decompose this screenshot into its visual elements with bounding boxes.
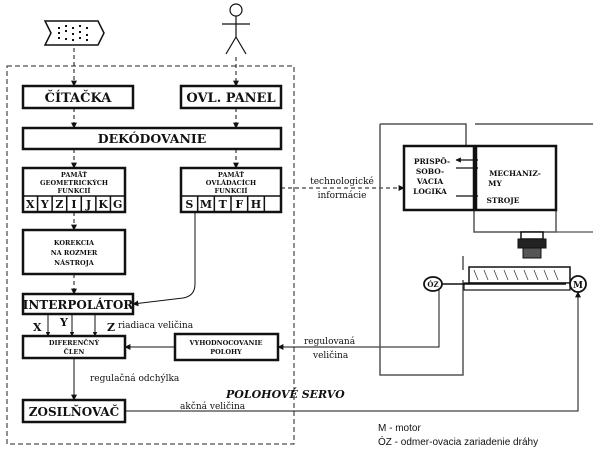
geo-cell: G xyxy=(113,198,122,211)
punched-tape-icon xyxy=(43,20,105,46)
control-deviation-label: regulačná odchýlka xyxy=(90,373,180,384)
ctrl-cell: T xyxy=(219,198,228,211)
logic-line2: SOBO- xyxy=(416,167,444,176)
axis-z-label: Z xyxy=(107,321,115,334)
geo-memory-line1: PAMÄŤ xyxy=(61,170,87,179)
feedback-line xyxy=(277,290,440,350)
axis-x-label: X xyxy=(33,321,42,334)
logic-line4: LOGIKA xyxy=(413,187,447,196)
position-servo-title: POLOHOVÉ SERVO xyxy=(225,387,345,401)
geo-cell: I xyxy=(71,198,76,211)
motor-m: M xyxy=(569,275,587,293)
machine-mechanisms-block: MECHANIZ- MY STROJE xyxy=(474,144,558,212)
reader-block: ČÍTAČKA xyxy=(21,84,135,110)
interpolator-block: INTERPOLÁTOR xyxy=(21,292,135,316)
geo-memory-line2: GEOMETRICKÝCH xyxy=(40,178,108,187)
control-quantity-label: riadiaca veličina xyxy=(118,320,194,331)
ctrl-to-interpolator-arrow xyxy=(132,212,196,307)
amplifier-block: ZOSILŇOVAČ xyxy=(21,398,127,424)
tech-info-label-2: informácie xyxy=(318,190,367,201)
adaptive-logic-block: PRISPÔ- SOBO- VACIA LOGIKA xyxy=(402,144,476,212)
operator-figure-icon xyxy=(222,3,250,55)
ctrl-memory-line1: PAMÄŤ xyxy=(218,170,244,179)
tool-correction-block: KOREKCIA NA ROZMER NÁSTROJA xyxy=(21,228,127,276)
correction-line2: NA ROZMER xyxy=(51,249,98,257)
geo-cell: Z xyxy=(55,198,63,211)
diff-line1: DIFERENČNÝ xyxy=(49,338,100,347)
logic-line3: VACIA xyxy=(416,177,444,186)
correction-line1: KOREKCIA xyxy=(54,239,95,247)
logic-line1: PRISPÔ- xyxy=(414,157,450,166)
m-label: M xyxy=(573,281,583,291)
legend-motor: M - motor xyxy=(378,423,421,434)
decoder-block: DEKÓDOVANIE xyxy=(21,126,283,151)
actuating-line xyxy=(125,291,581,412)
geo-cell: K xyxy=(98,198,108,211)
axis-y-label: Y xyxy=(59,316,68,329)
correction-line3: NÁSTROJA xyxy=(54,258,95,267)
legend-oz: ÓZ - odmer-ovacia zariadenie dráhy xyxy=(378,435,538,448)
ctrl-cell: F xyxy=(235,198,243,211)
reader-label: ČÍTAČKA xyxy=(45,89,113,106)
ctrl-cell: M xyxy=(200,198,212,211)
ctrl-cell: H xyxy=(251,198,261,211)
control-system-frame xyxy=(6,65,295,445)
regulated-quantity-label-1: regulovaná xyxy=(304,336,356,347)
eval-line2: POLOHY xyxy=(210,348,242,356)
control-panel-block: OVL. PANEL xyxy=(179,84,283,110)
ctrl-cell: S xyxy=(185,198,193,211)
interpolator-label: INTERPOLÁTOR xyxy=(23,297,135,312)
machine-drawing xyxy=(379,123,593,376)
encoder-oz: ÓZ xyxy=(423,276,443,292)
position-evaluation-block: VYHODNOCOVANIE POLOHY xyxy=(173,332,280,362)
geo-cell: X xyxy=(26,198,35,211)
control-panel-label: OVL. PANEL xyxy=(186,91,275,106)
regulated-quantity-label-2: veličina xyxy=(312,350,349,361)
decoder-label: DEKÓDOVANIE xyxy=(98,130,207,146)
geo-memory-line3: FUNKCIÍ xyxy=(58,186,91,195)
oz-label: ÓZ xyxy=(427,280,438,289)
actuating-quantity-label: akčná veličina xyxy=(180,401,246,412)
diff-line2: ČLEN xyxy=(64,347,85,356)
ctrl-memory-line3: FUNKCIÍ xyxy=(215,186,248,195)
eval-line1: VYHODNOCOVANIE xyxy=(189,339,263,347)
mech-line2: MY xyxy=(488,179,502,188)
mech-line1: MECHANIZ- xyxy=(489,169,541,178)
ctrl-memory-line2: OVLÁDACÍCH xyxy=(206,178,256,187)
amplifier-label: ZOSILŇOVAČ xyxy=(29,403,119,419)
tech-info-label-1: technologické xyxy=(310,176,374,187)
geo-cell: Y xyxy=(40,198,49,211)
geo-cell: J xyxy=(85,198,91,211)
differential-member-block: DIFERENČNÝ ČLEN xyxy=(21,334,127,360)
mech-line3: STROJE xyxy=(486,196,519,205)
